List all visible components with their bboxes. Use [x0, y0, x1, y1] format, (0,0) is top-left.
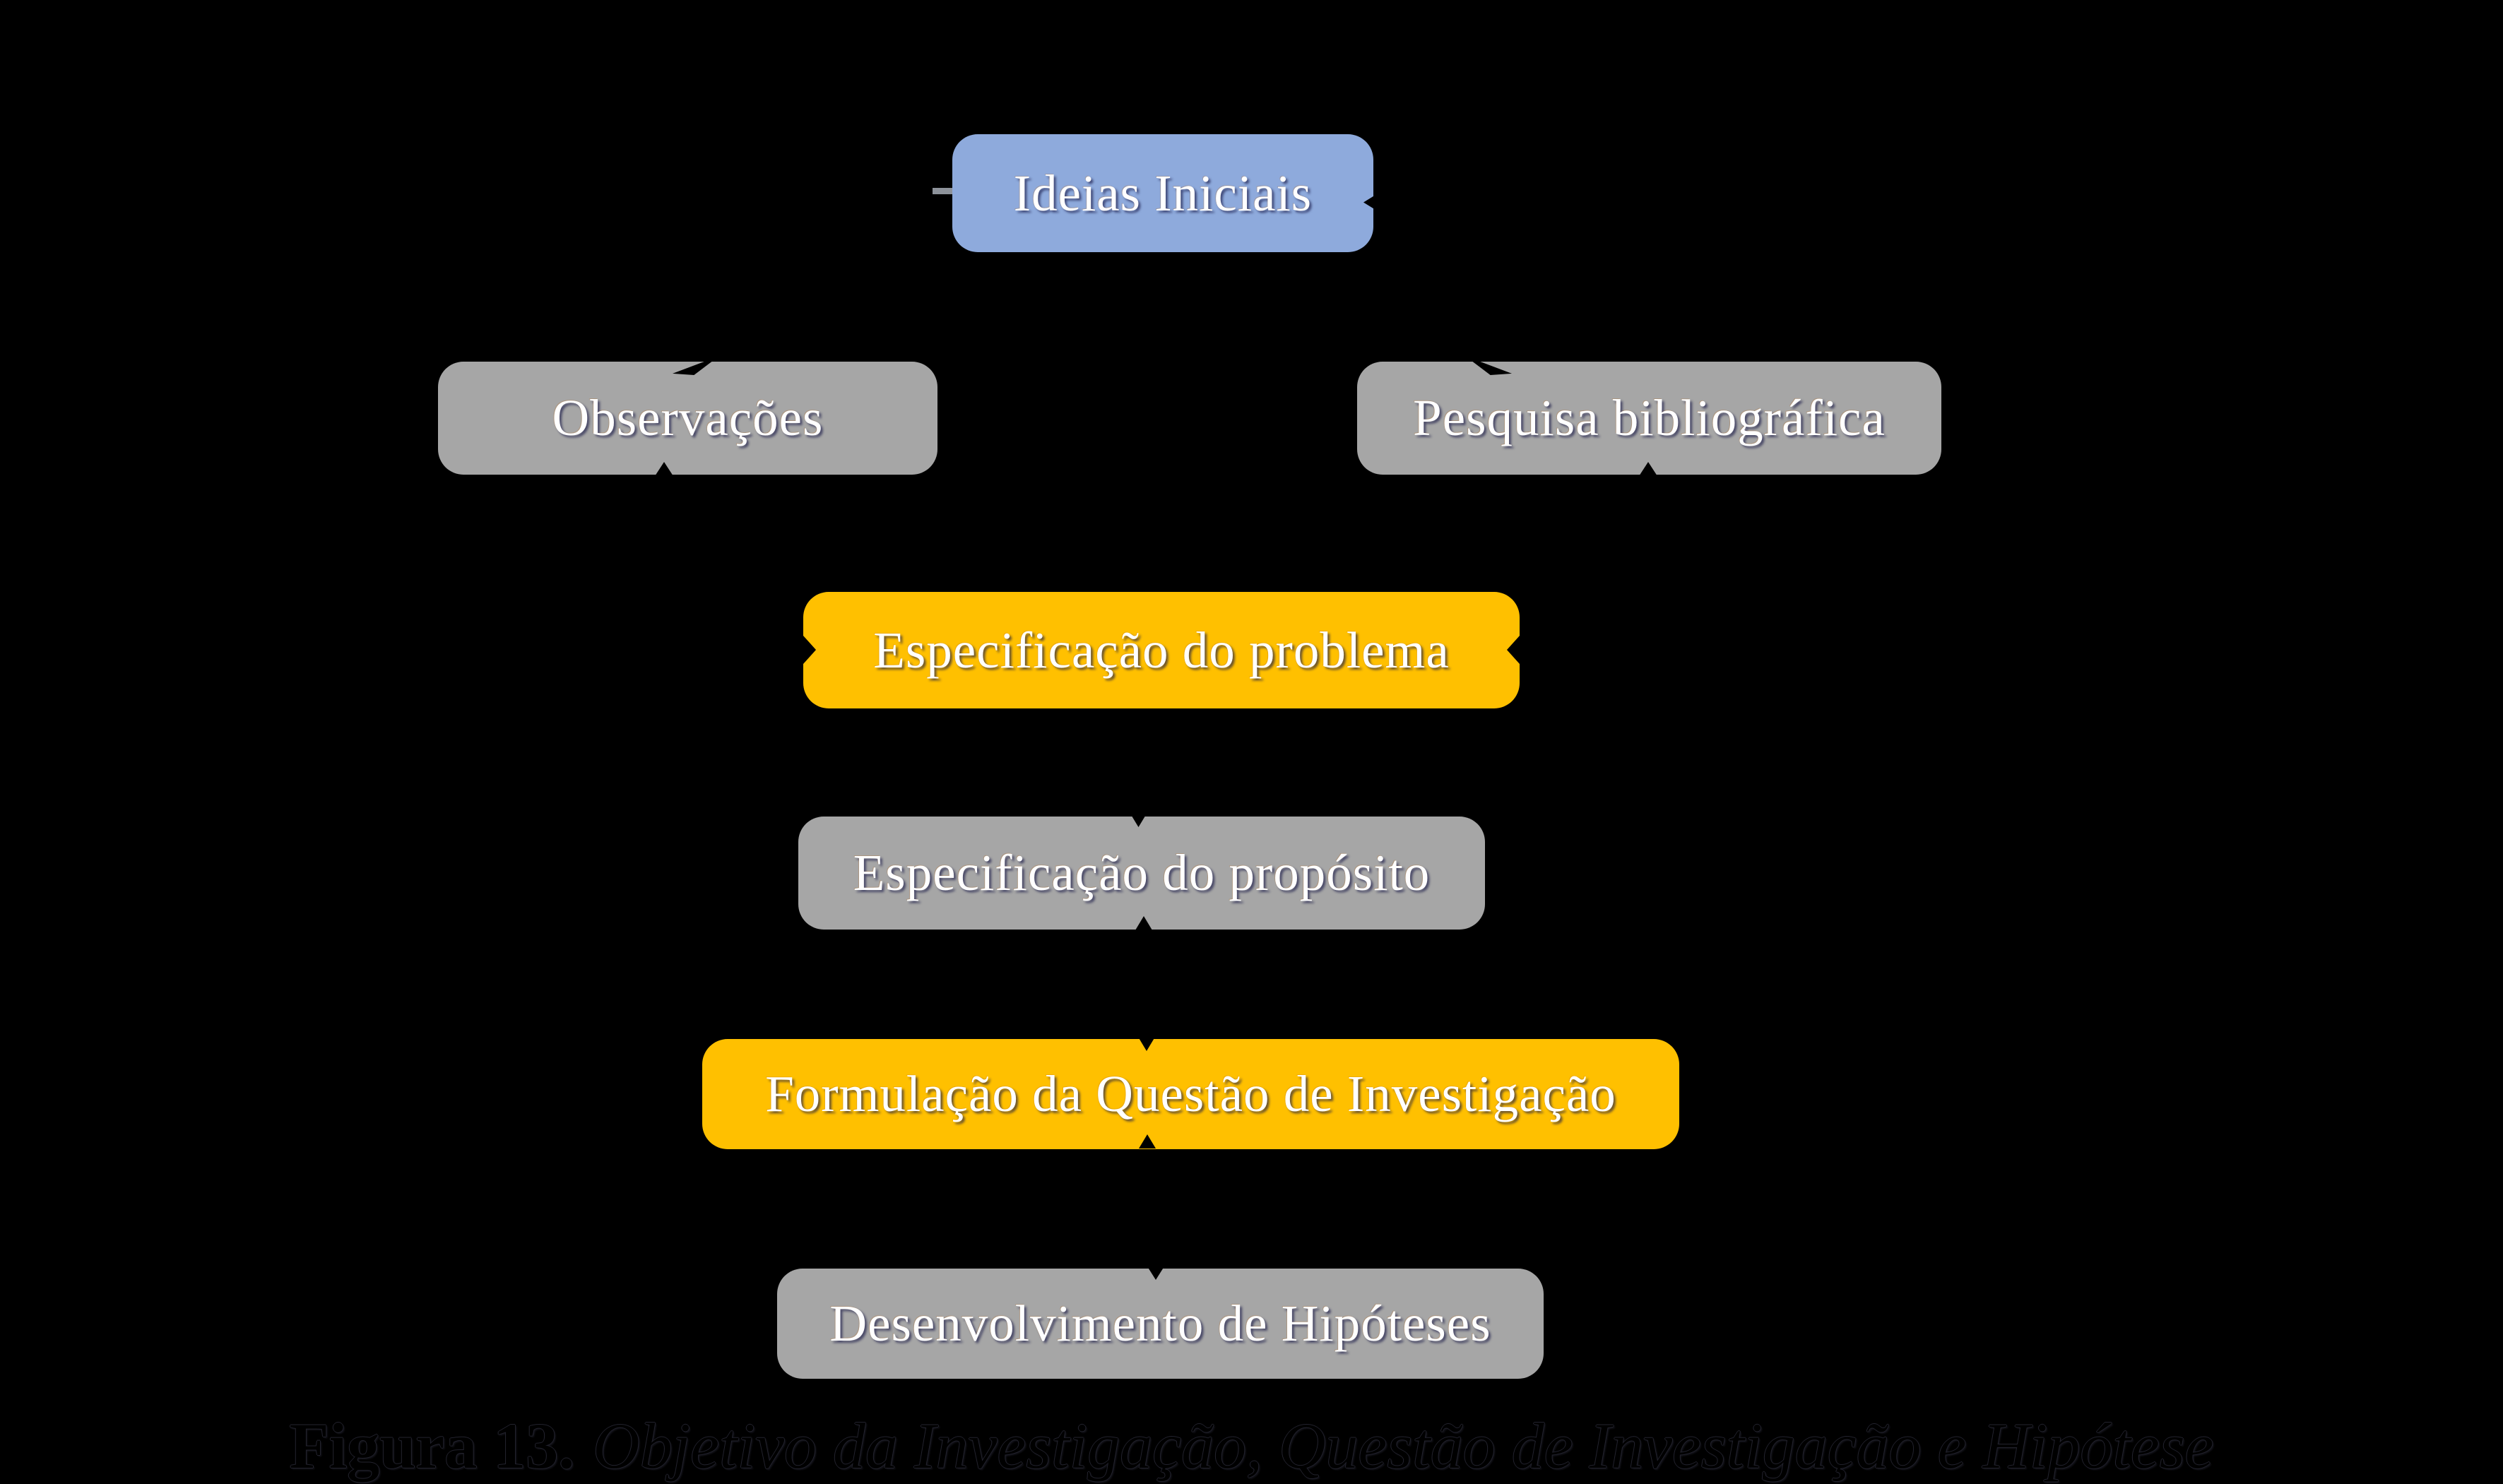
node-desenvolvimento-hipoteses: Desenvolvimento de Hipóteses [777, 1269, 1544, 1379]
figure-caption-number: Figura 13. [289, 1410, 575, 1482]
node-pesquisa-bibliografica: Pesquisa bibliográfica [1357, 362, 1941, 475]
node-especificacao-do-problema-label: Especificação do problema [873, 621, 1450, 679]
node-observacoes-label: Observações [552, 389, 824, 446]
node-especificacao-do-proposito-label: Especificação do propósito [853, 844, 1431, 901]
node-pesquisa-bibliografica-label: Pesquisa bibliográfica [1413, 389, 1886, 446]
node-formulacao-da-questao-label: Formulação da Questão de Investigação [765, 1065, 1616, 1122]
figure-caption-title: Objetivo da Investigação, Questão de Inv… [593, 1410, 2214, 1482]
node-desenvolvimento-hipoteses-label: Desenvolvimento de Hipóteses [829, 1295, 1491, 1352]
node-ideias-iniciais: Ideias Iniciais [952, 134, 1373, 252]
figure-caption: Figura 13.Objetivo da Investigação, Ques… [0, 1408, 2503, 1483]
node-observacoes: Observações [438, 362, 937, 475]
node-especificacao-do-proposito: Especificação do propósito [798, 817, 1485, 930]
connector-stub-ideias-left-icon [933, 188, 952, 194]
node-ideias-iniciais-label: Ideias Iniciais [1013, 164, 1313, 222]
node-especificacao-do-problema: Especificação do problema [803, 592, 1520, 708]
node-formulacao-da-questao: Formulação da Questão de Investigação [702, 1039, 1679, 1149]
